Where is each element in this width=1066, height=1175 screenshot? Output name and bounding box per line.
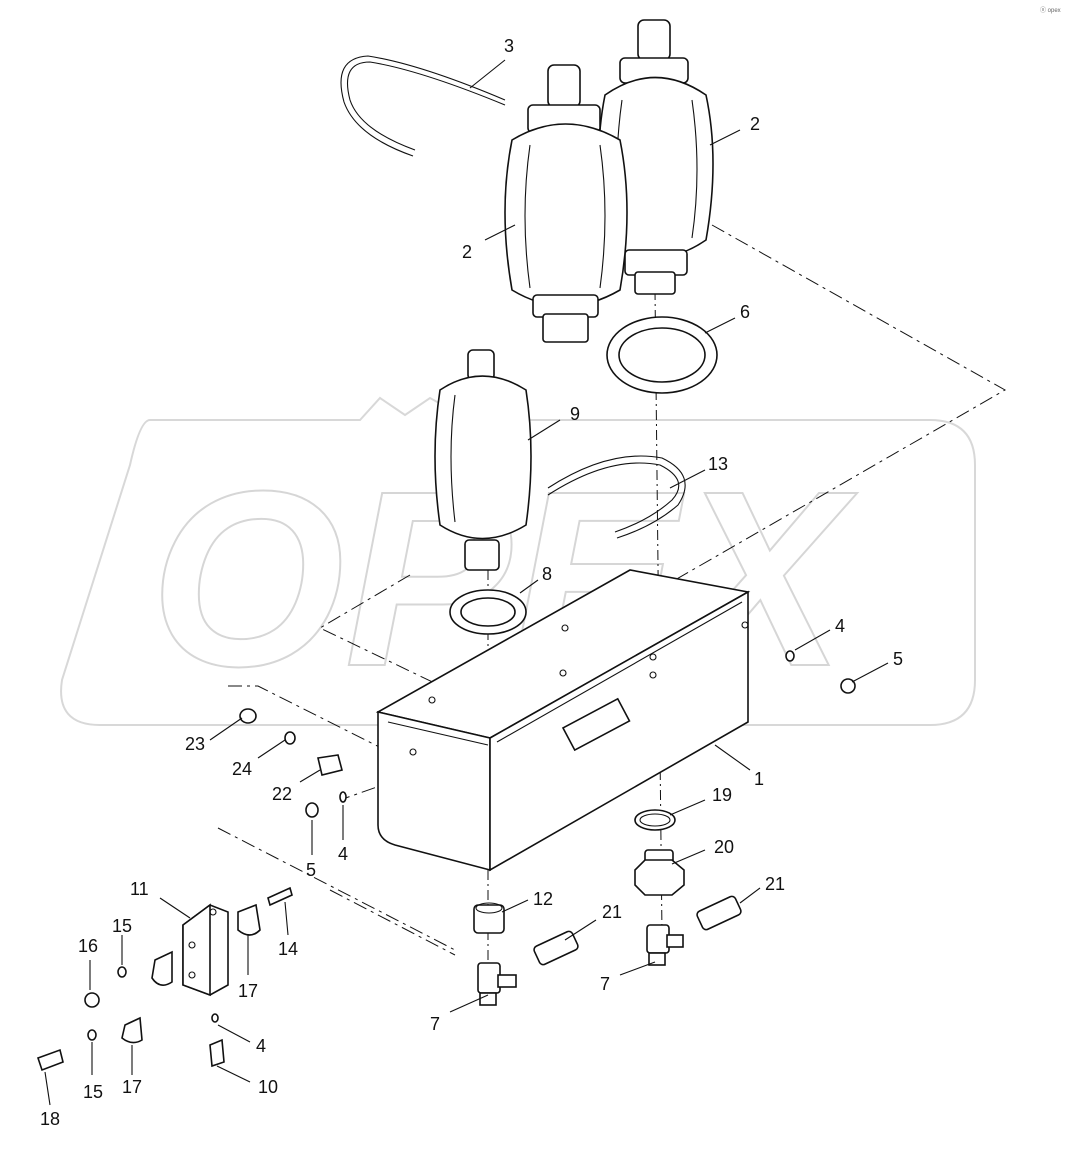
adapter-part-20: [634, 849, 685, 896]
callout-17-top: 17: [238, 981, 258, 1001]
callout-22: 22: [272, 784, 292, 804]
callout-14: 14: [278, 939, 298, 959]
callout-6: 6: [740, 302, 750, 322]
callout-23: 23: [185, 734, 205, 754]
callout-24: 24: [232, 759, 252, 779]
callout-5-right: 5: [893, 649, 903, 669]
callout-7-left: 7: [430, 1014, 440, 1034]
callout-12: 12: [533, 889, 553, 909]
callout-10: 10: [258, 1077, 278, 1097]
callout-8: 8: [542, 564, 552, 584]
accumulator-part-9: [434, 349, 532, 571]
callout-4-left: 4: [338, 844, 348, 864]
tee-fitting-part-7-left: [477, 962, 517, 1006]
tee-fitting-part-7-right: [646, 924, 684, 966]
callout-4-right: 4: [835, 616, 845, 636]
callout-2-rear: 2: [750, 114, 760, 134]
ring-part-6: [606, 316, 718, 394]
accumulator-part-2-front: [504, 64, 628, 343]
callout-13: 13: [708, 454, 728, 474]
callout-7-right: 7: [600, 974, 610, 994]
callout-labels: 3 2 2 6 9 13 8 4 5 1 19 20 21 21 12 7 7 …: [40, 36, 903, 1129]
callout-1: 1: [754, 769, 764, 789]
callout-5-left: 5: [306, 860, 316, 880]
callout-15-bottom: 15: [83, 1082, 103, 1102]
callout-17-bottom: 17: [122, 1077, 142, 1097]
hardware-left: [239, 708, 347, 818]
callout-9: 9: [570, 404, 580, 424]
callout-18: 18: [40, 1109, 60, 1129]
callout-21-right: 21: [765, 874, 785, 894]
callout-4-bottom: 4: [256, 1036, 266, 1056]
callout-16: 16: [78, 936, 98, 956]
callout-15-top: 15: [112, 916, 132, 936]
callout-2-front: 2: [462, 242, 472, 262]
callout-11: 11: [130, 879, 149, 899]
callout-21-left: 21: [602, 902, 622, 922]
bracket-assembly: [36, 886, 293, 1072]
leader-lines: [44, 59, 889, 1106]
mounting-tray-part-1: [375, 569, 751, 872]
callout-20: 20: [714, 837, 734, 857]
o-ring-part-19: [634, 809, 676, 831]
callout-3: 3: [504, 36, 514, 56]
seal-part-8: [449, 589, 527, 635]
callout-19: 19: [712, 785, 732, 805]
hardware-right: [785, 650, 856, 694]
connector-part-21-right: [696, 895, 742, 931]
corner-mark: ⓞ opex: [1040, 6, 1061, 14]
hose-part-13: [547, 455, 686, 539]
hose-part-3: [340, 55, 506, 157]
fitting-part-12: [473, 902, 505, 934]
connector-part-21-left: [533, 930, 579, 966]
